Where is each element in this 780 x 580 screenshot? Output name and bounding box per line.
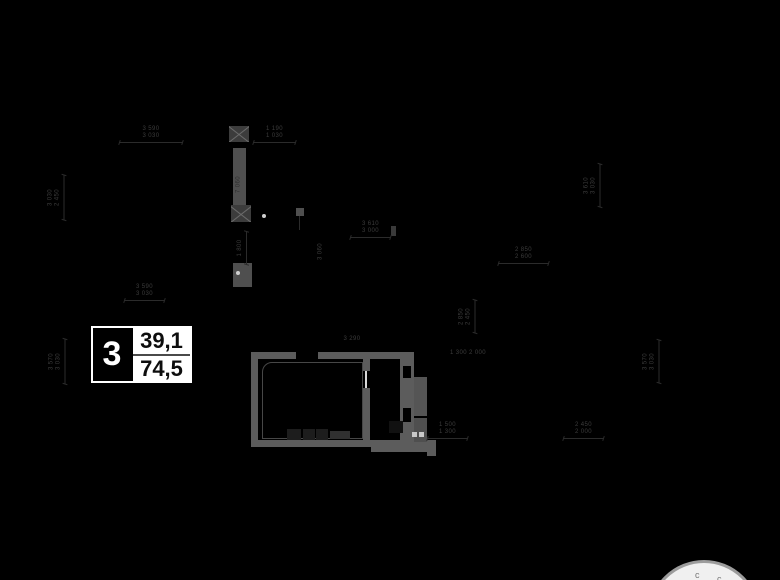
dim-value: 3 000 <box>361 228 379 234</box>
door-leaf <box>365 371 367 388</box>
dim-value: 7 060 <box>235 176 242 194</box>
bath-fixture <box>414 377 427 416</box>
dimension-line <box>474 299 476 334</box>
dim-value: 1 500 <box>438 422 456 428</box>
dimension-line <box>427 438 468 439</box>
wall-tick <box>296 208 304 216</box>
logo-mark: с <box>695 570 700 580</box>
dim-label: 2 450 2 000 <box>563 422 604 439</box>
wall-right-upper <box>363 352 370 371</box>
dim-value: 2 450 <box>54 189 61 207</box>
dim-value: 1 800 <box>237 239 243 257</box>
dimension-line <box>64 338 66 385</box>
dim-value: 3 570 <box>48 353 55 371</box>
door-hinge-dot <box>262 214 266 218</box>
dim-label: 3 590 3 030 <box>124 284 165 301</box>
wall-step <box>427 440 436 456</box>
dimension-line <box>246 231 247 265</box>
dim-value: 3 590 <box>135 284 153 290</box>
toilet-fixture <box>389 421 403 433</box>
column-marker-top <box>229 126 249 142</box>
wall-fragment <box>391 226 396 236</box>
dim-value: 1 300 <box>438 429 456 435</box>
wall-left <box>251 352 258 447</box>
furniture <box>287 429 301 440</box>
dim-label-vertical: 2 850 2 450 <box>458 299 476 334</box>
dim-value: 3 610 <box>583 177 590 195</box>
dim-label-vertical: 3 570 3 030 <box>642 339 660 384</box>
wall-right-lower <box>363 388 370 447</box>
dim-value: 3 610 <box>361 221 379 227</box>
wall-stub <box>233 263 252 287</box>
furniture-hatch <box>330 431 350 439</box>
dim-value: 3 030 <box>47 189 54 207</box>
dim-value: 1 030 <box>265 133 283 139</box>
dimension-line <box>498 263 549 264</box>
dim-value: 3 030 <box>135 291 153 297</box>
door-hinge-dot <box>236 271 240 275</box>
dim-label-vertical: 1 800 <box>237 231 247 265</box>
furniture <box>316 429 328 440</box>
dim-label: 2 850 2 600 <box>498 247 549 264</box>
wall-bottom <box>251 440 371 447</box>
dim-label-vertical: 3 060 <box>318 235 325 269</box>
dim-value: 1 300 2 000 <box>449 350 487 356</box>
dim-label: 3 590 3 030 <box>119 126 183 143</box>
dim-label: 1 190 1 030 <box>253 126 296 143</box>
dim-value: 3 590 <box>142 126 160 132</box>
dimension-line <box>124 300 165 301</box>
furniture <box>303 429 315 440</box>
door-opening <box>403 408 411 422</box>
dimension-line <box>599 163 601 208</box>
dimension-line <box>119 142 183 143</box>
dim-value: 2 850 <box>514 247 532 253</box>
dim-value: 3 060 <box>317 243 324 261</box>
dim-label-vertical: 7 060 <box>236 155 243 215</box>
apartment-badge: 3 39,1 74,5 <box>91 326 192 383</box>
dim-value: 2 450 <box>465 308 472 326</box>
dimension-line <box>350 237 391 238</box>
dimension-line <box>63 174 65 221</box>
dim-value: 3 570 <box>642 353 649 371</box>
dim-value: 1 190 <box>265 126 283 132</box>
fixture-bit <box>419 432 424 437</box>
column-marker-bottom <box>231 205 251 222</box>
dim-label: 1 300 2 000 <box>446 350 490 357</box>
dim-label-vertical: 3 570 3 030 <box>48 338 66 385</box>
logo-mark: с <box>717 574 722 580</box>
room-inner-outline <box>262 362 363 439</box>
fixture-bit <box>412 432 417 437</box>
dim-value: 2 600 <box>514 254 532 260</box>
dimension-line <box>563 438 604 439</box>
dim-value: 3 030 <box>590 177 597 195</box>
wall-top-left <box>251 352 296 359</box>
wall-bottom-right <box>371 440 427 452</box>
dim-value: 2 450 <box>574 422 592 428</box>
dim-value: 2 000 <box>574 429 592 435</box>
dim-label-vertical: 3 610 3 030 <box>583 163 601 208</box>
sink-fixture <box>414 418 427 442</box>
dim-value: 2 850 <box>458 308 465 326</box>
dimension-line <box>658 339 660 384</box>
area-column: 39,1 74,5 <box>131 328 190 381</box>
developer-logo: с с <box>648 560 760 580</box>
dimension-line <box>253 142 296 143</box>
shaft-wall <box>233 148 246 222</box>
dim-label-vertical: 3 030 2 450 <box>47 174 65 221</box>
door-opening <box>403 366 411 378</box>
dim-label: 3 610 3 000 <box>350 221 391 238</box>
dim-value: 3 030 <box>142 133 160 139</box>
total-area-value: 74,5 <box>140 356 183 381</box>
dim-label: 1 500 1 300 <box>427 422 468 439</box>
dim-label: 3 290 <box>336 336 368 343</box>
wall-tick-line <box>299 216 300 230</box>
living-area-value: 39,1 <box>133 328 190 356</box>
room-count: 3 <box>102 335 122 373</box>
dim-value: 3 030 <box>55 353 62 371</box>
dim-value: 3 030 <box>649 353 656 371</box>
dim-value: 3 290 <box>343 336 361 342</box>
